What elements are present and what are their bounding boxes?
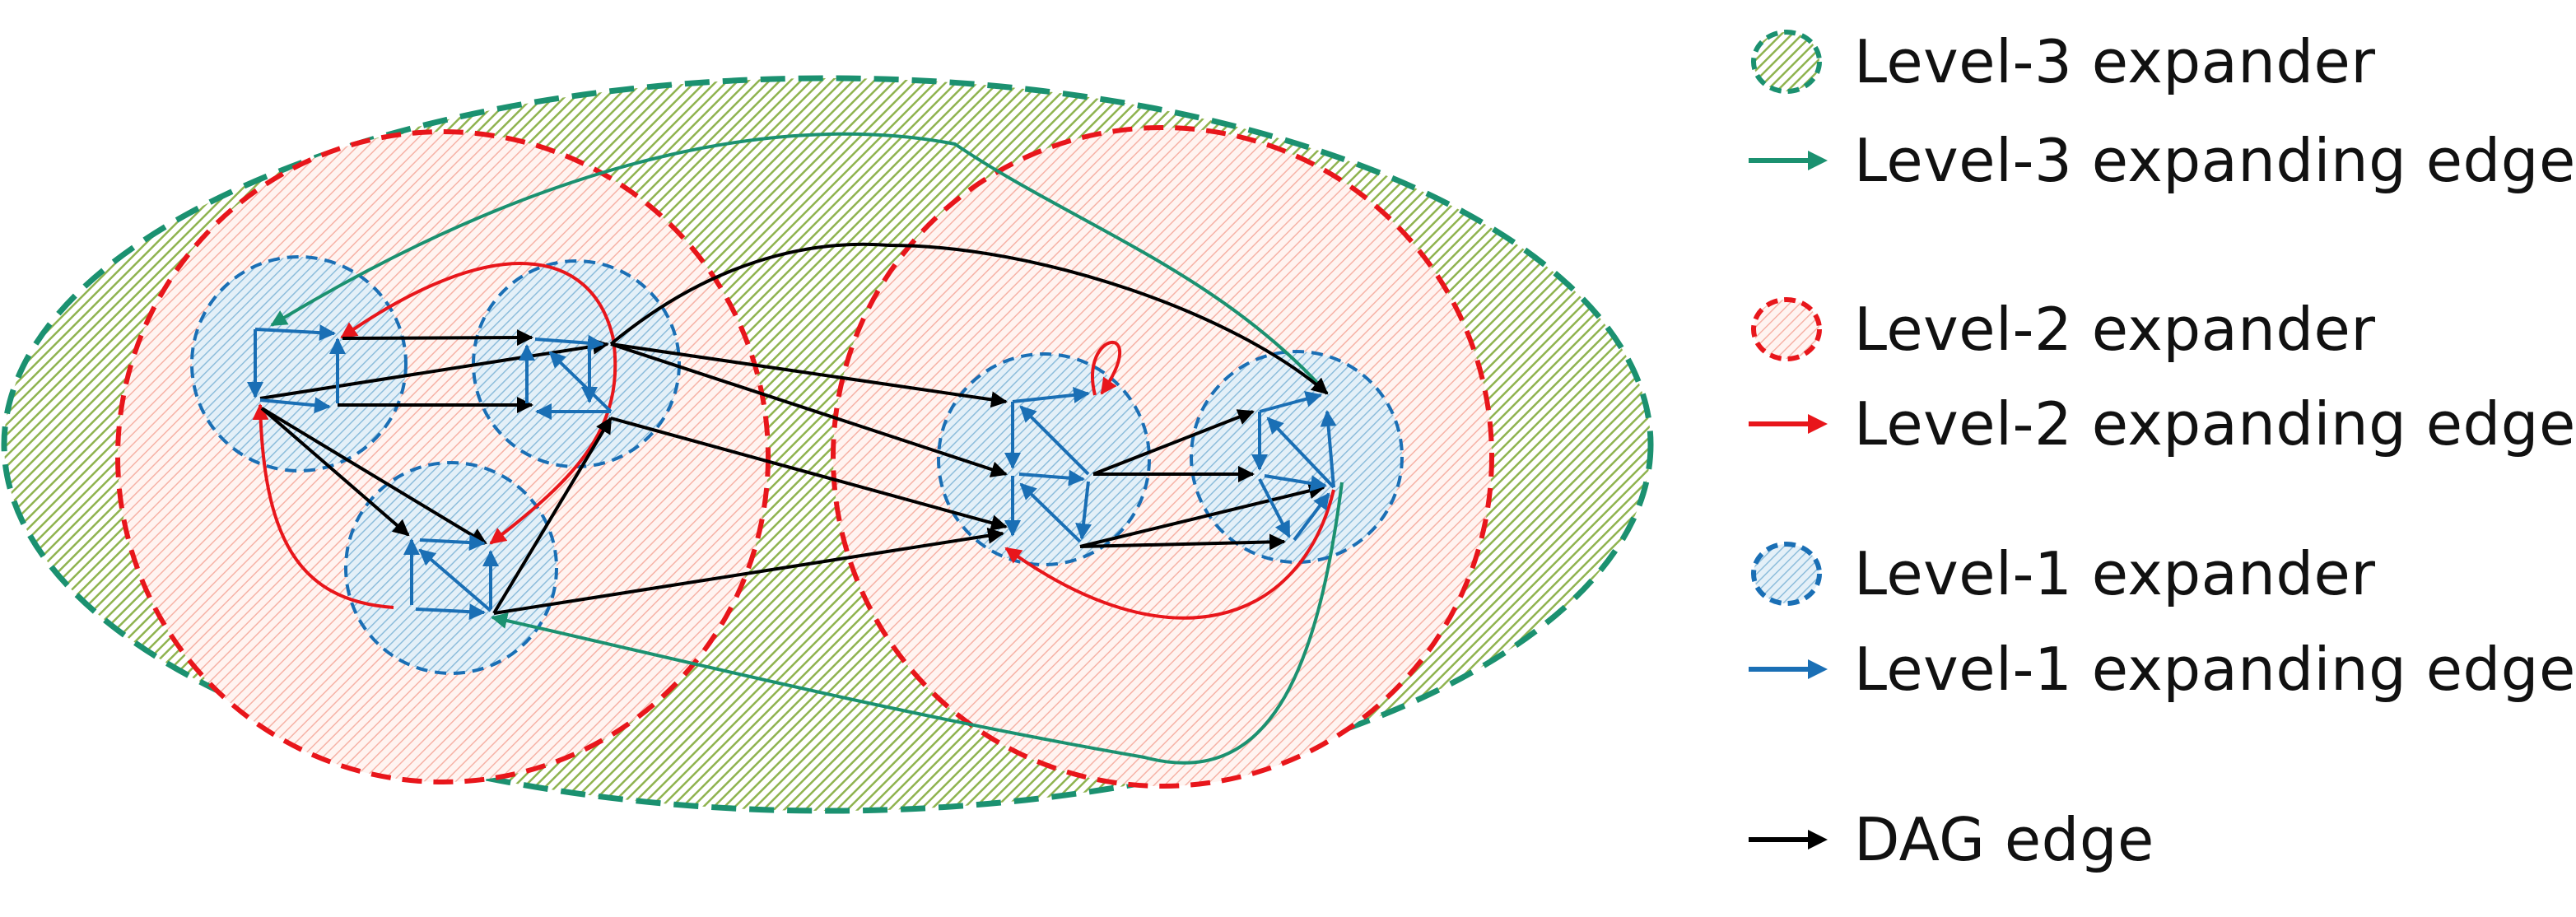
dashed-hatched-circle-icon [1751, 297, 1822, 361]
expander-hierarchy-diagram [1, 75, 1654, 814]
arrow-icon [1749, 151, 1828, 170]
legend-label: DAG edge [1854, 805, 2154, 874]
legend-label: Level-2 expander [1854, 295, 2376, 364]
legend-level2-edge: Level-2 expanding edge [1737, 387, 2576, 461]
level2-expander-left [115, 129, 771, 784]
legend-label: Level-2 expanding edge [1854, 389, 2576, 458]
level1-edge [1320, 410, 1337, 488]
dashed-hatched-circle-icon [1751, 542, 1822, 606]
legend: Level-3 expander Level-3 expanding edge … [1737, 0, 2575, 917]
level1-expander-a [190, 255, 408, 472]
level1-edge [534, 334, 604, 351]
arrow-icon [1749, 414, 1828, 434]
legend-level3-expander: Level-3 expander [1737, 25, 2375, 99]
legend-label: Level-1 expanding edge [1854, 635, 2576, 704]
legend-label: Level-3 expanding edge [1854, 126, 2576, 195]
level3-edges [270, 132, 1344, 765]
level1-expander-c [344, 461, 558, 675]
arrow-icon [1749, 659, 1828, 679]
level1-edges [247, 324, 1337, 621]
level1-edge [419, 534, 486, 552]
level1-edge [1075, 481, 1092, 540]
dag-edge [610, 342, 1008, 408]
dag-edges [259, 242, 1329, 615]
dag-edge [1079, 533, 1286, 551]
level1-edge [1293, 492, 1330, 542]
level1-edge [1019, 405, 1090, 476]
dag-edge [492, 417, 613, 615]
level2-edge [1004, 489, 1335, 620]
dag-edge [1079, 482, 1325, 548]
level1-expander-e [1190, 350, 1404, 564]
legend-dag-edge: DAG edge [1737, 803, 2154, 877]
level2-edge [340, 262, 615, 340]
dag-edge [609, 242, 1329, 395]
dag-edge [342, 329, 533, 347]
level1-edge [548, 351, 613, 413]
level1-expander-d [937, 352, 1151, 566]
level2-expander-right [831, 125, 1494, 789]
level1-expander-b [472, 259, 681, 468]
arrow-icon [1749, 830, 1828, 850]
legend-label: Level-1 expander [1854, 539, 2376, 608]
level3-edge [270, 132, 1329, 395]
level1-edge [1259, 391, 1322, 413]
level2-edge [252, 403, 394, 609]
legend-level2-expander: Level-2 expander [1737, 292, 2375, 366]
level1-edge [418, 548, 492, 612]
level3-edge [491, 482, 1344, 765]
legend-level1-expander: Level-1 expander [1737, 537, 2375, 611]
level1-edge [1012, 387, 1090, 403]
dag-edge [610, 342, 1008, 477]
level1-edge [1019, 482, 1082, 543]
legend-label: Level-3 expander [1854, 27, 2376, 96]
level2-edge [489, 338, 617, 545]
level1-edge [1258, 478, 1291, 538]
legend-level3-edge: Level-3 expanding edge [1737, 123, 2576, 198]
dag-edge [260, 407, 410, 537]
level1-edge [1018, 469, 1085, 486]
level1-edge [254, 324, 336, 342]
dag-edge [260, 407, 487, 545]
dag-edge [1092, 409, 1255, 476]
dag-edge [610, 417, 1008, 531]
level2-edges [252, 262, 1335, 620]
level2-edge [1091, 340, 1121, 396]
legend-level1-edge: Level-1 expanding edge [1737, 632, 2576, 706]
dag-edge [493, 527, 1004, 615]
level1-edge [415, 603, 486, 621]
level1-edge [259, 397, 331, 414]
dashed-hatched-circle-icon [1751, 30, 1822, 94]
level1-edge [1264, 474, 1327, 491]
